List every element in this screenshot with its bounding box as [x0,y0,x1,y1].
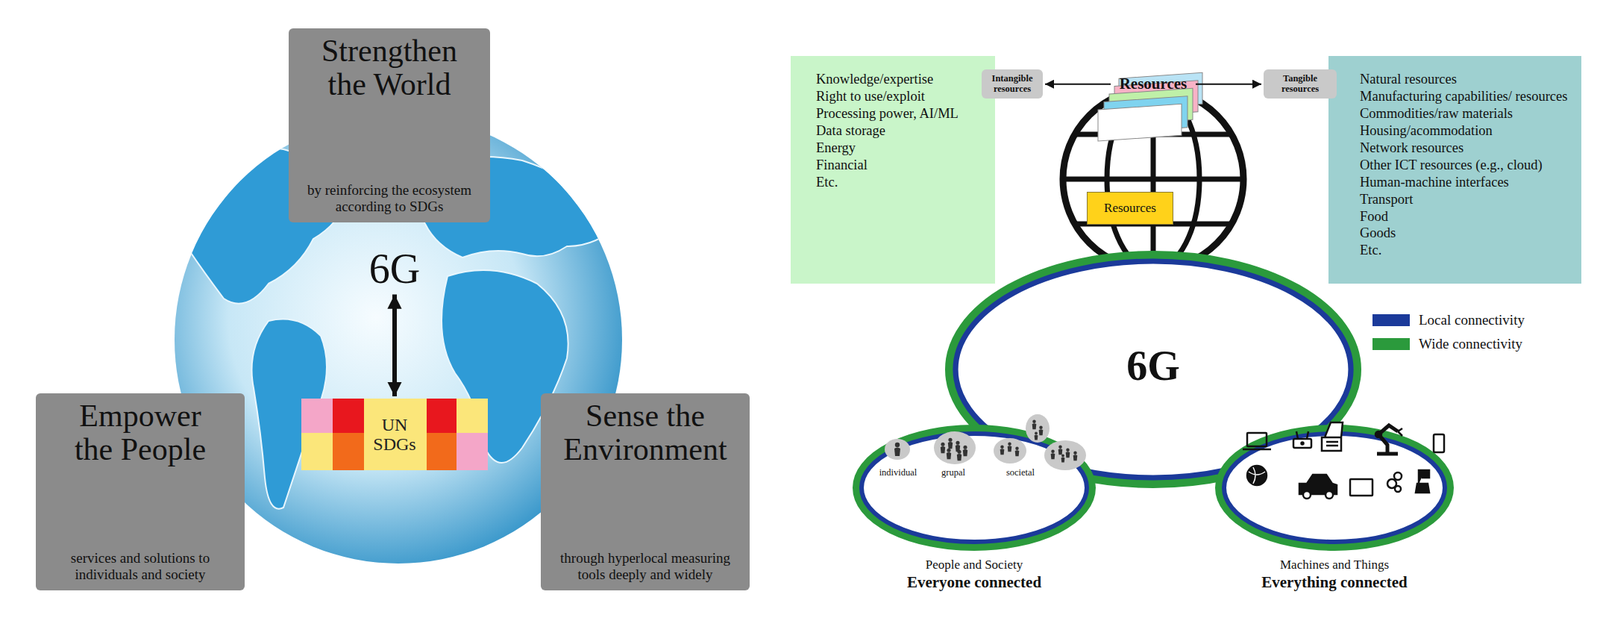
people-groups [884,413,1087,470]
sdg-tiles [301,398,488,470]
group-ellipse: People and SocietyEveryone connected [851,423,1097,593]
group-caption: Machines and Things [1214,557,1455,573]
resource-cards [1097,72,1203,141]
list-item: Data storage [816,122,984,140]
group-tagline: Everyone connected [851,572,1097,592]
list-item: Manufacturing capabilities/ resources [1359,88,1570,106]
resource-tag-text: Intangible resources [984,73,1040,95]
connector-arrow [392,294,397,397]
legend-row: Local connectivity [1372,311,1525,329]
legend-row: Wide connectivity [1372,335,1523,353]
box-body: services and solutions to individuals an… [41,549,239,583]
ellipse-shape [851,423,1097,552]
list-item: Natural resources [1359,70,1570,89]
icon-label: societal [1006,466,1035,479]
list-item: Transport [1359,190,1570,209]
legend-swatch [1372,337,1410,350]
resource-tag-text: Tangible resources [1266,73,1334,95]
ellipse-outline [1214,423,1455,552]
machine-icons [1242,422,1445,499]
list-item: Right to use/exploit [816,88,984,106]
list-item: Etc. [816,173,984,191]
network-label: 6G [349,246,440,293]
group-caption: People and Society [851,557,1097,573]
list-item: Commodities/raw materials [1359,105,1570,123]
goal-box: Sense the Environment through hyperlocal … [540,393,750,591]
resources-heading-text: Resources [1119,73,1188,95]
legend-swatch [1372,314,1410,326]
caption-block: People and SocietyEveryone connected [851,551,1097,593]
resource-tag: Tangible resources [1263,69,1337,99]
box-body: by reinforcing the ecosystem according t… [294,182,485,215]
resources-heading: Resources [1112,73,1194,95]
network-label-text: 6G [369,246,420,293]
list-item: Processing power, AI/ML [816,105,984,123]
wire-globe [1059,82,1246,276]
list-item: Knowledge/expertise [816,70,984,89]
resource-tag: Intangible resources [981,69,1043,99]
legend-text: Local connectivity [1418,311,1525,329]
list-item: Housing/acommodation [1359,122,1570,140]
connector-arrow [1195,83,1262,86]
network-label: 6G [1126,341,1181,390]
resource-list: Knowledge/expertiseRight to use/exploitP… [790,55,996,284]
goal-box: Empower the People services and solutions… [35,393,245,591]
sdg-grid: UN SDGs [301,398,488,470]
list-item: Etc. [1359,241,1570,259]
caption-block: Machines and ThingsEverything connected [1214,551,1455,593]
list-item: Financial [816,156,984,174]
box-heading: Empower the People [60,399,221,466]
list-item: Energy [816,139,984,157]
ellipse-shape [1214,423,1455,552]
resource-list: Natural resourcesManufacturing capabilit… [1328,55,1582,284]
box-heading: Sense the Environment [546,399,744,466]
list-item: Network resources [1359,139,1570,157]
legend-text: Wide connectivity [1418,335,1523,353]
resource-card-text: Resources [1103,200,1157,216]
goal-box: Strengthen the World by reinforcing the e… [288,28,491,223]
group-ellipse: Machines and ThingsEverything connected [1214,423,1455,593]
list-item: Goods [1359,224,1570,242]
icon-label: individual [879,466,918,479]
list-item: Food [1359,208,1570,226]
resource-card: Resources [1086,191,1174,225]
ellipse-outline [851,423,1097,552]
list-item: Human-machine interfaces [1359,173,1570,191]
icon-label: grupal [941,466,966,479]
connector-arrow [1045,83,1111,86]
sdg-grid-text: UN SDGs [364,414,425,455]
box-body: through hyperlocal measuring tools deepl… [546,549,744,583]
group-tagline: Everything connected [1214,572,1455,592]
box-heading: Strengthen the World [302,34,476,101]
list-item: Other ICT resources (e.g., cloud) [1359,156,1570,174]
